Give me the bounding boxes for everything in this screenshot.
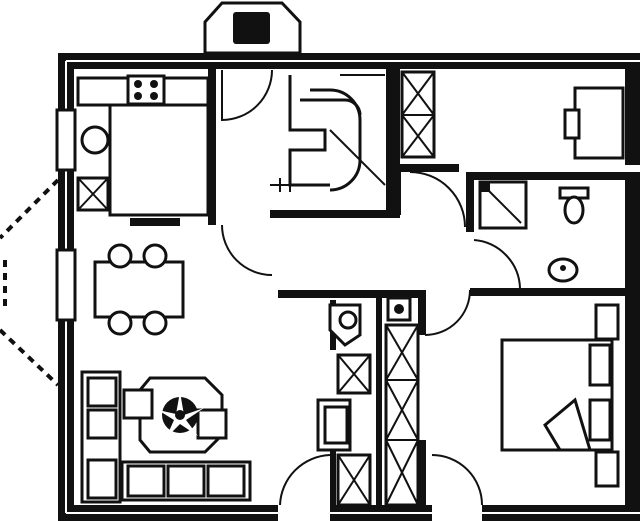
cabinet-icon xyxy=(76,176,110,212)
cabinet-icon xyxy=(336,353,372,507)
stove-icon xyxy=(126,74,166,106)
shower-icon xyxy=(478,180,528,230)
sink-icon xyxy=(386,296,412,322)
sofa-icon xyxy=(80,370,252,504)
washbasin-icon xyxy=(547,257,579,283)
bathroom xyxy=(478,180,640,288)
bed-icon xyxy=(500,338,614,452)
door-icon xyxy=(424,289,471,336)
terrace-outline xyxy=(0,178,60,387)
door-icon xyxy=(431,454,483,506)
doors xyxy=(221,69,521,506)
door-icon xyxy=(279,454,331,506)
sink-icon xyxy=(80,125,110,155)
bedroom xyxy=(500,296,640,508)
door-icon xyxy=(473,239,521,289)
washbasin-icon xyxy=(328,303,362,347)
entry-porch xyxy=(203,1,302,55)
dining-table-icon xyxy=(93,260,185,319)
kitchen xyxy=(76,74,210,217)
door-icon xyxy=(221,224,273,276)
desk-icon xyxy=(573,86,625,160)
door-icon xyxy=(399,171,466,228)
chair-icon xyxy=(107,243,168,336)
plant-icon xyxy=(158,392,204,438)
storage xyxy=(316,296,420,507)
chair-icon xyxy=(316,398,352,452)
study xyxy=(400,65,640,165)
cabinet-icon xyxy=(384,323,420,507)
chair-icon xyxy=(563,108,581,140)
wardrobe-icon xyxy=(625,296,640,508)
toilet-icon xyxy=(558,186,590,225)
living-dining xyxy=(80,243,252,504)
cabinet-icon xyxy=(400,70,436,159)
exterior-walls xyxy=(55,53,640,521)
stairs-icon xyxy=(270,74,386,192)
door-icon xyxy=(221,69,273,122)
nightstand-icon xyxy=(594,303,620,488)
